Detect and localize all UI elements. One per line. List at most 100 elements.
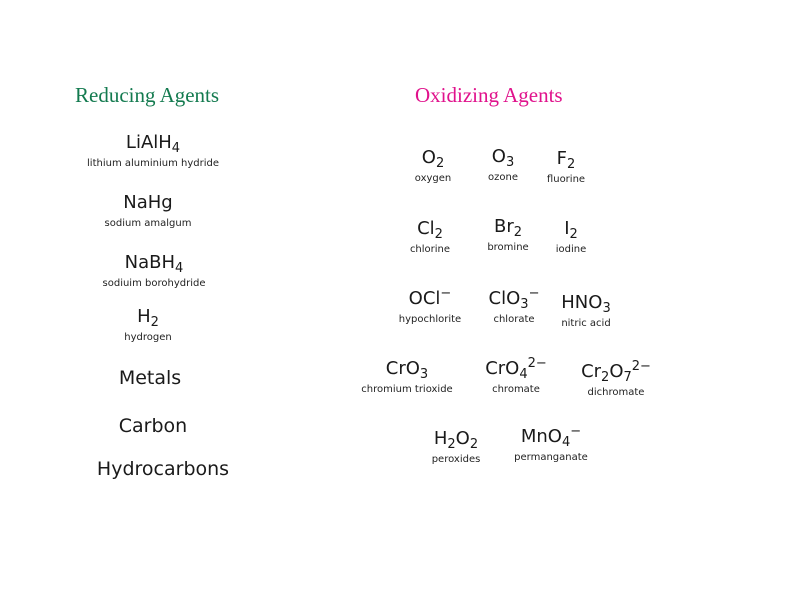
formula: O2 — [415, 147, 451, 171]
formula-part: HNO — [561, 292, 603, 313]
compound-name: ozone — [488, 172, 518, 183]
subscript: 2 — [569, 227, 578, 242]
charge-superscript: − — [528, 286, 540, 301]
subscript: 2 — [150, 315, 159, 330]
reducing-agent-metals: Metals — [118, 367, 182, 389]
subscript: 2 — [601, 370, 610, 385]
reducing-agent-lialh4: LiAlH4 lithium aluminium hydride — [87, 132, 219, 170]
compound-name: iodine — [555, 244, 587, 255]
subscript: 4 — [519, 367, 528, 382]
compound-name: dichromate — [587, 387, 645, 398]
formula: H2O2 — [432, 428, 481, 452]
subscript: 3 — [602, 301, 611, 316]
oxidizing-heading: Oxidizing Agents — [415, 83, 563, 107]
oxidizing-agent-o3: O3 ozone — [488, 146, 518, 184]
oxidizing-agent-clo3: ClO3− chlorate — [488, 286, 540, 326]
subscript: 2 — [447, 437, 456, 452]
formula-part: F — [556, 148, 568, 169]
compound-name: lithium aluminium hydride — [87, 158, 219, 169]
formula-part: NaHg — [123, 192, 173, 213]
compound-name: chlorine — [409, 244, 451, 255]
formula-part: CrO — [385, 358, 420, 379]
formula: NaBH4 — [103, 252, 206, 276]
oxidizing-agent-cr2o7: Cr2O72− dichromate — [581, 359, 651, 399]
formula-part: O — [491, 146, 506, 167]
formula: MnO4− — [514, 424, 588, 450]
subscript: 4 — [171, 141, 181, 156]
subscript: 2 — [434, 227, 443, 242]
oxidizing-agent-hno3: HNO3 nitric acid — [561, 292, 610, 330]
compound-name: bromine — [487, 242, 529, 253]
compound-name: sodium amalgum — [104, 218, 192, 229]
reducing-agent-nabh4: NaBH4 sodiuim borohydride — [103, 252, 206, 290]
formula-part: LiAlH — [125, 132, 172, 153]
oxidizing-agent-cro3: CrO3 chromium trioxide — [361, 358, 452, 396]
reducing-agent-h2: H2 hydrogen — [124, 306, 171, 344]
formula-part: H — [137, 306, 151, 327]
compound-name: hydrogen — [124, 332, 172, 343]
formula: NaHg — [105, 192, 192, 214]
subscript: 2 — [435, 156, 445, 171]
formula: HNO3 — [561, 292, 611, 316]
formula: F2 — [547, 148, 585, 172]
reducing-agent-hydrocarbons: Hydrocarbons — [96, 458, 230, 480]
subscript: 2 — [567, 157, 576, 172]
charge-superscript: − — [440, 286, 452, 301]
subscript: 2 — [469, 437, 479, 452]
formula-part: MnO — [520, 426, 562, 447]
formula: OCl− — [399, 286, 461, 310]
formula: H2 — [124, 306, 171, 330]
compound-name: oxygen — [414, 173, 452, 184]
oxidizing-agent-mno4: MnO4− permanganate — [514, 424, 588, 464]
oxidizing-agent-o2: O2 oxygen — [415, 147, 451, 185]
formula-part: Br — [493, 216, 514, 237]
subscript: 3 — [505, 155, 515, 170]
reducing-agent-nahg: NaHg sodium amalgum — [105, 192, 192, 230]
subscript: 4 — [561, 435, 571, 450]
formula-part: OCl — [408, 288, 441, 309]
subscript: 3 — [520, 297, 529, 312]
formula-part: CrO — [485, 358, 520, 379]
oxidizing-agent-br2: Br2 bromine — [487, 216, 528, 254]
reducing-agent-carbon: Carbon — [118, 415, 188, 437]
formula: Cr2O72− — [581, 359, 651, 385]
formula-part: ClO — [488, 288, 521, 309]
formula: Cl2 — [410, 218, 450, 242]
formula-part: O — [421, 147, 436, 168]
compound-name: permanganate — [514, 452, 588, 463]
subscript: 7 — [623, 370, 632, 385]
formula-part: Cr — [581, 361, 602, 382]
formula: CrO42− — [485, 356, 547, 382]
subscript: 2 — [513, 225, 523, 240]
formula: ClO3− — [488, 286, 540, 312]
formula-part: O — [609, 361, 624, 382]
oxidizing-agent-i2: I2 iodine — [556, 218, 587, 256]
compound-name: hypochlorite — [398, 314, 462, 325]
formula: Br2 — [487, 216, 528, 240]
oxidizing-agent-f2: F2 fluorine — [547, 148, 585, 186]
charge-superscript: − — [570, 424, 582, 439]
oxidizing-agent-ocl: OCl− hypochlorite — [398, 286, 462, 326]
formula: O3 — [488, 146, 518, 170]
compound-name: sodiuim borohydride — [102, 278, 206, 289]
oxidizing-agent-h2o2: H2O2 peroxides — [432, 428, 481, 466]
oxidizing-agent-cro4: CrO42− chromate — [485, 356, 547, 396]
formula-part: O — [455, 428, 470, 449]
formula: LiAlH4 — [87, 132, 219, 156]
compound-name: nitric acid — [561, 318, 611, 329]
formula-part: Cl — [417, 218, 435, 239]
subscript: 4 — [175, 261, 184, 276]
charge-superscript: 2− — [527, 356, 547, 371]
formula: I2 — [556, 218, 587, 242]
reducing-heading: Reducing Agents — [75, 83, 220, 107]
charge-superscript: 2− — [631, 359, 651, 374]
formula-part: NaBH — [124, 252, 176, 273]
formula-part: H — [433, 428, 448, 449]
oxidizing-agent-cl2: Cl2 chlorine — [410, 218, 450, 256]
compound-name: chlorate — [493, 314, 535, 325]
compound-name: fluorine — [546, 174, 586, 185]
compound-name: chromium trioxide — [361, 384, 453, 395]
formula: CrO3 — [361, 358, 452, 382]
compound-name: chromate — [492, 384, 540, 395]
subscript: 3 — [419, 367, 429, 382]
